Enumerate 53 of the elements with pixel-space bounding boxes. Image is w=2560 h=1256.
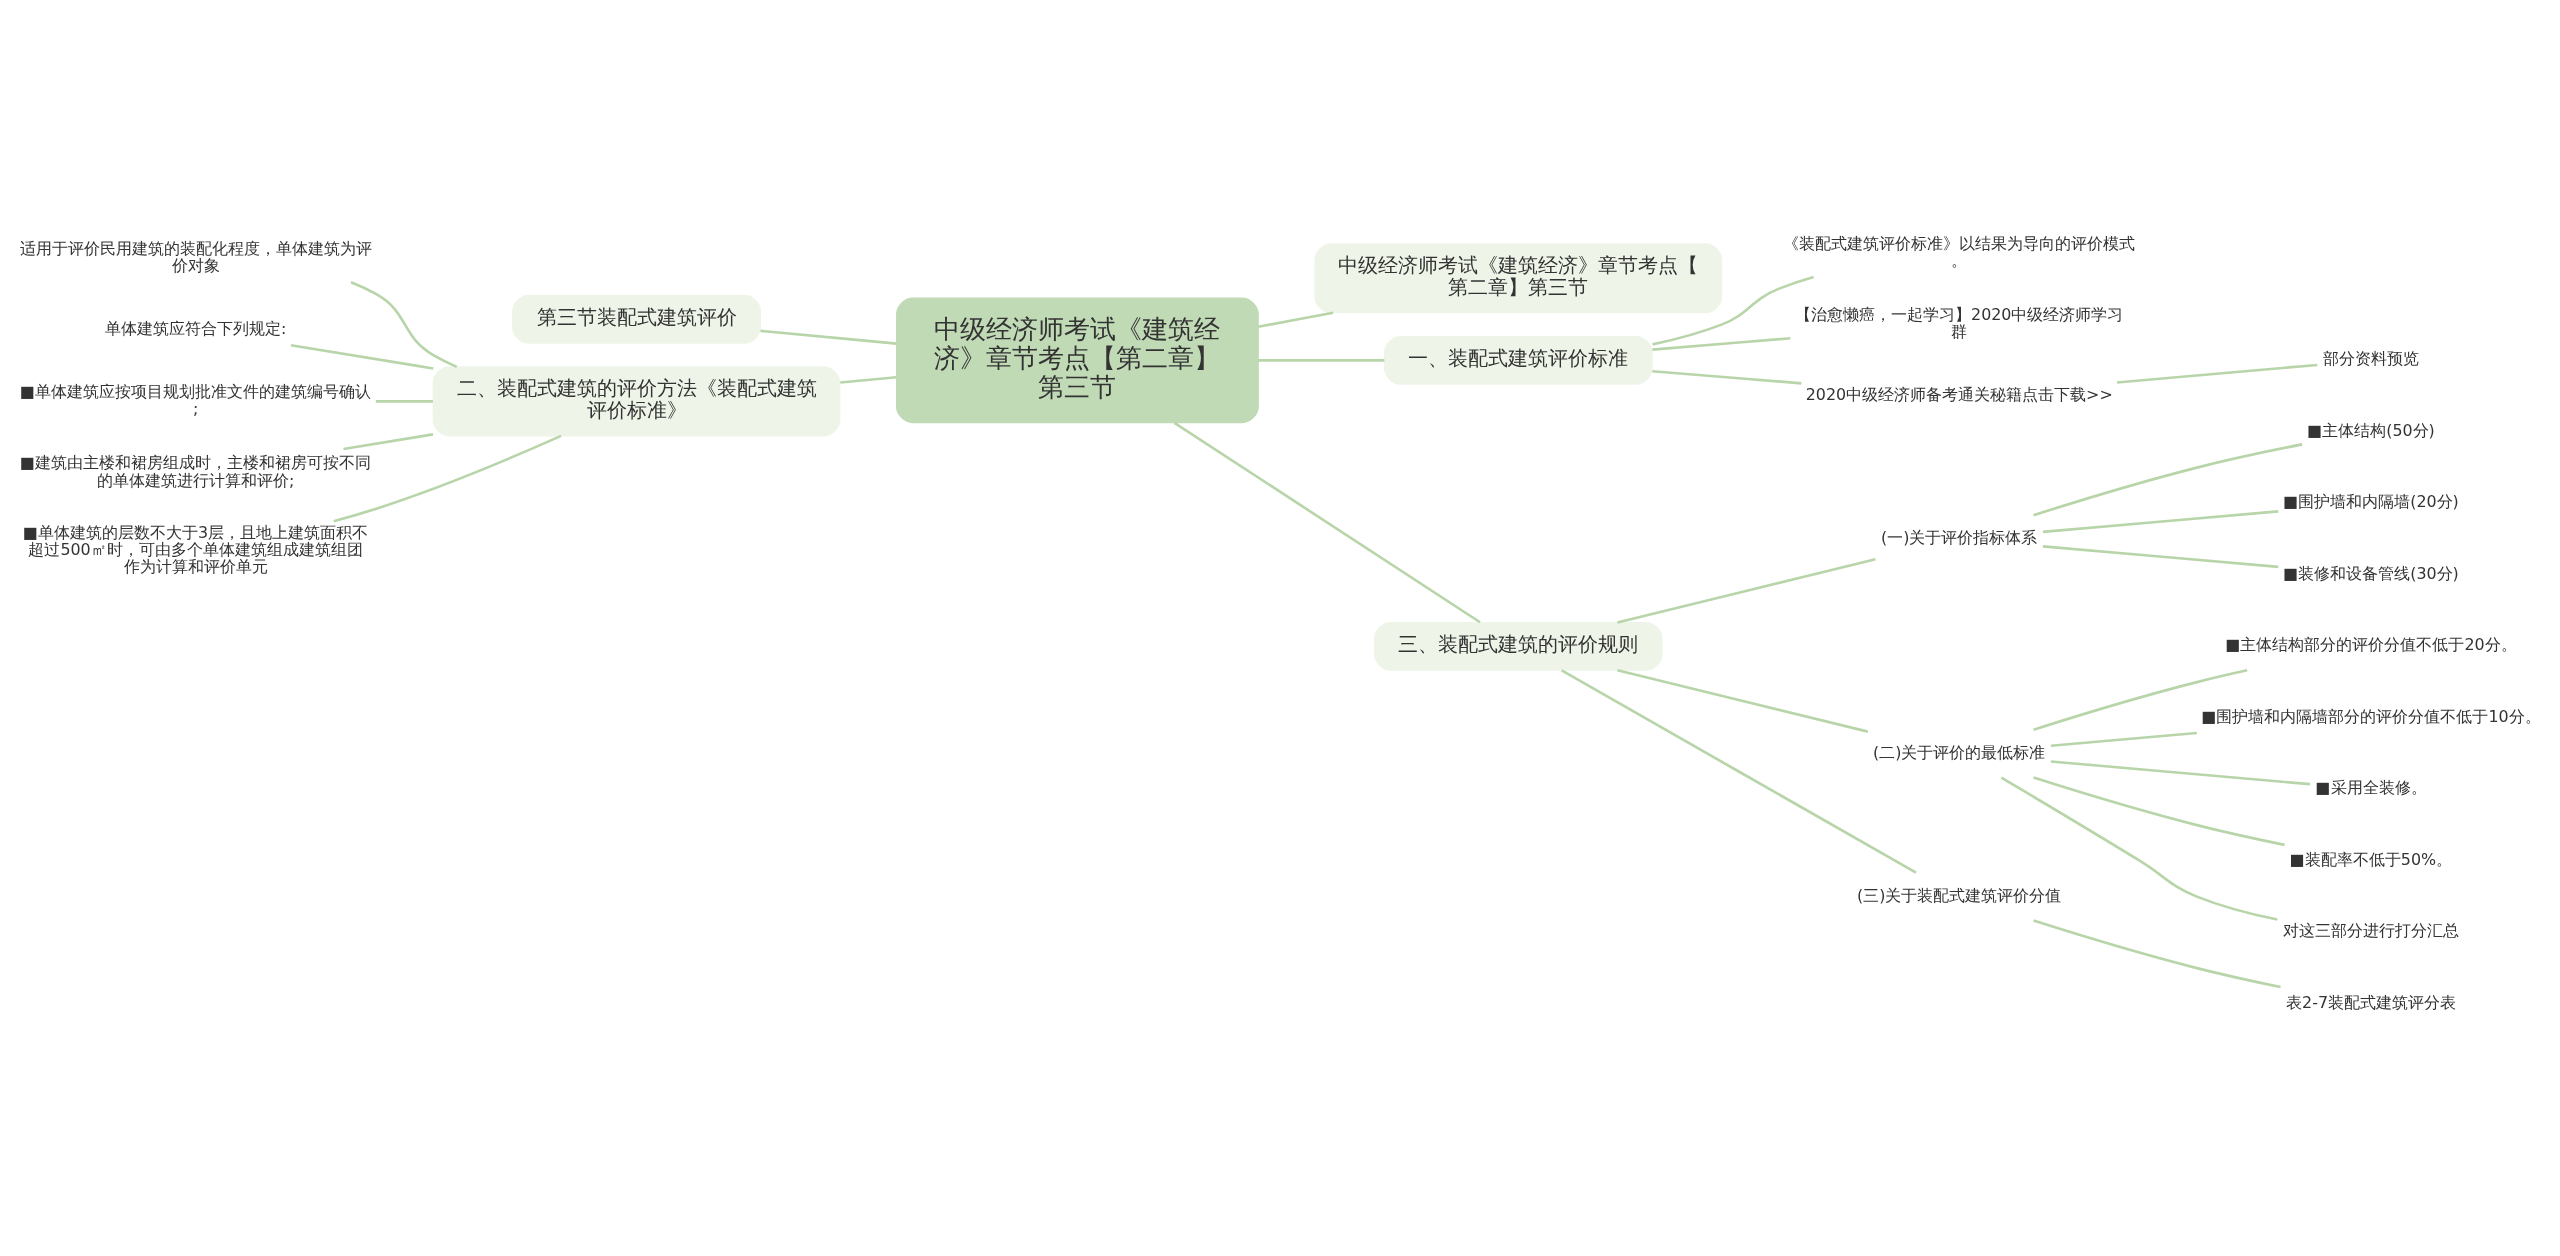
connector: [2050, 759, 2311, 785]
node-box: 中级经济师考试《建筑经济》章节考点【第二章】第三节: [1314, 242, 1723, 313]
connector: [2042, 544, 2279, 568]
node-text: (一)关于评价指标体系: [1881, 527, 2038, 547]
connector: [2033, 442, 2303, 516]
connector: [2042, 509, 2279, 533]
node-text: ■建筑由主楼和裙房组成时，主楼和裙房可按不同的单体建筑进行计算和评价;: [20, 452, 372, 490]
connector: [2050, 731, 2197, 747]
node-text: ■采用全装修。: [2315, 777, 2427, 797]
connector: [343, 432, 434, 450]
connector: [760, 329, 897, 345]
connector: [290, 343, 434, 370]
connector: [1652, 275, 1814, 346]
connector: [2033, 918, 2281, 988]
connector: [1652, 369, 1802, 385]
node-text: ■主体结构部分的评价分值不低于20分。: [2225, 634, 2517, 654]
node-text: 表2-7装配式建筑评分表: [2286, 992, 2456, 1012]
connector: [2033, 668, 2248, 731]
connector: [1561, 668, 1917, 874]
connector: [840, 375, 897, 384]
node-text: 《装配式建筑评价标准》以结果为导向的评价模式。: [1783, 233, 2136, 270]
connector: [2116, 363, 2318, 384]
node-text: 部分资料预览: [2323, 348, 2420, 368]
connector: [375, 399, 433, 403]
node-text: 对这三部分进行打分汇总: [2283, 920, 2460, 940]
connector: [1258, 310, 1334, 328]
node-text: 单体建筑应符合下列规定:: [104, 318, 287, 338]
node-text: 【治愈懒癌，一起学习】2020中级经济师学习群: [1795, 304, 2124, 341]
node-text: ■围护墙和内隔墙部分的评价分值不低于10分。: [2201, 706, 2541, 726]
connector: [1173, 421, 1481, 623]
node-text: ■装配率不低于50%。: [2289, 849, 2453, 869]
node-box: 三、装配式建筑的评价规则: [1374, 621, 1663, 671]
node-text: ■单体建筑应按项目规划批准文件的建筑编号确认;: [20, 381, 372, 418]
node-text: (三)关于装配式建筑评价分值: [1857, 885, 2062, 905]
connector: [1652, 336, 1791, 351]
connector: [2033, 775, 2285, 846]
node-text: ■单体建筑的层数不大于3层，且地上建筑面积不超过500㎡时，可由多个单体建筑组成建筑组团作为计算和评价单元: [23, 522, 369, 576]
node-text: ■装修和设备管线(30分): [2283, 563, 2459, 583]
node-box: 第三节装配式建筑评价: [512, 294, 761, 344]
node-text: 2020中级经济师备考通关秘籍点击下载>>: [1805, 384, 2113, 404]
connector: [1617, 668, 1869, 733]
node-box: 二、装配式建筑的评价方法《装配式建筑评价标准》: [432, 365, 841, 436]
node-text: ■主体结构(50分): [2307, 420, 2435, 440]
node-box: 一、装配式建筑评价标准: [1383, 335, 1653, 385]
connector: [350, 280, 458, 368]
connector: [1258, 358, 1385, 362]
node-text: ■围护墙和内隔墙(20分): [2283, 491, 2459, 511]
connector: [2000, 776, 2278, 921]
connector: [333, 434, 562, 522]
connector: [1617, 557, 1876, 624]
node-text: (二)关于评价的最低标准: [1873, 742, 2046, 762]
node-text: 适用于评价民用建筑的装配化程度，单体建筑为评价对象: [19, 238, 372, 275]
node-box: 中级经济师考试《建筑经济》章节考点【第二章】第三节: [896, 297, 1259, 423]
